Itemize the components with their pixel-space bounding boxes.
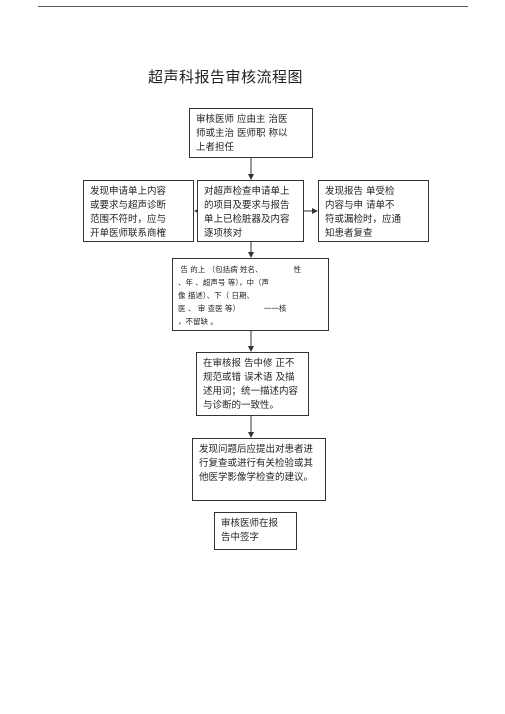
- report-header-check-box: 告 的上 （包括病 姓名、 性 、年 、超声号 等），中（声 像 描述）、下（ …: [172, 258, 329, 331]
- page-title: 超声科报告审核流程图: [148, 68, 304, 86]
- auditor-qualification-box: 审核医师 应由主 治医 师或主治 医师职 称以 上者担任: [189, 108, 313, 158]
- terminology-correction-box: 在审核报 告中修 正不 规范或错 误术语 及描 述用词；统一描述内容 与诊断的一…: [196, 352, 309, 416]
- check-items-box: 对超声检查申请单上 的项目及要求与报告 单上已检脏器及内容 逐项核对: [197, 180, 304, 242]
- signature-box: 审核医师在报 告中签字: [214, 512, 297, 550]
- page-top-rule: [38, 6, 468, 7]
- follow-up-suggestion-box: 发现问题后应提出对患者进 行复查或进行有关检验或其 他医学影像学检查的建议。: [192, 438, 326, 501]
- report-mismatch-box: 发现报告 单受检 内容与申 请单不 符或漏检时，应通 知患者复查: [318, 180, 429, 242]
- request-mismatch-box: 发现申请单上内容 或要求与超声诊断 范围不符时，应与 开单医师联系商榷: [83, 180, 194, 242]
